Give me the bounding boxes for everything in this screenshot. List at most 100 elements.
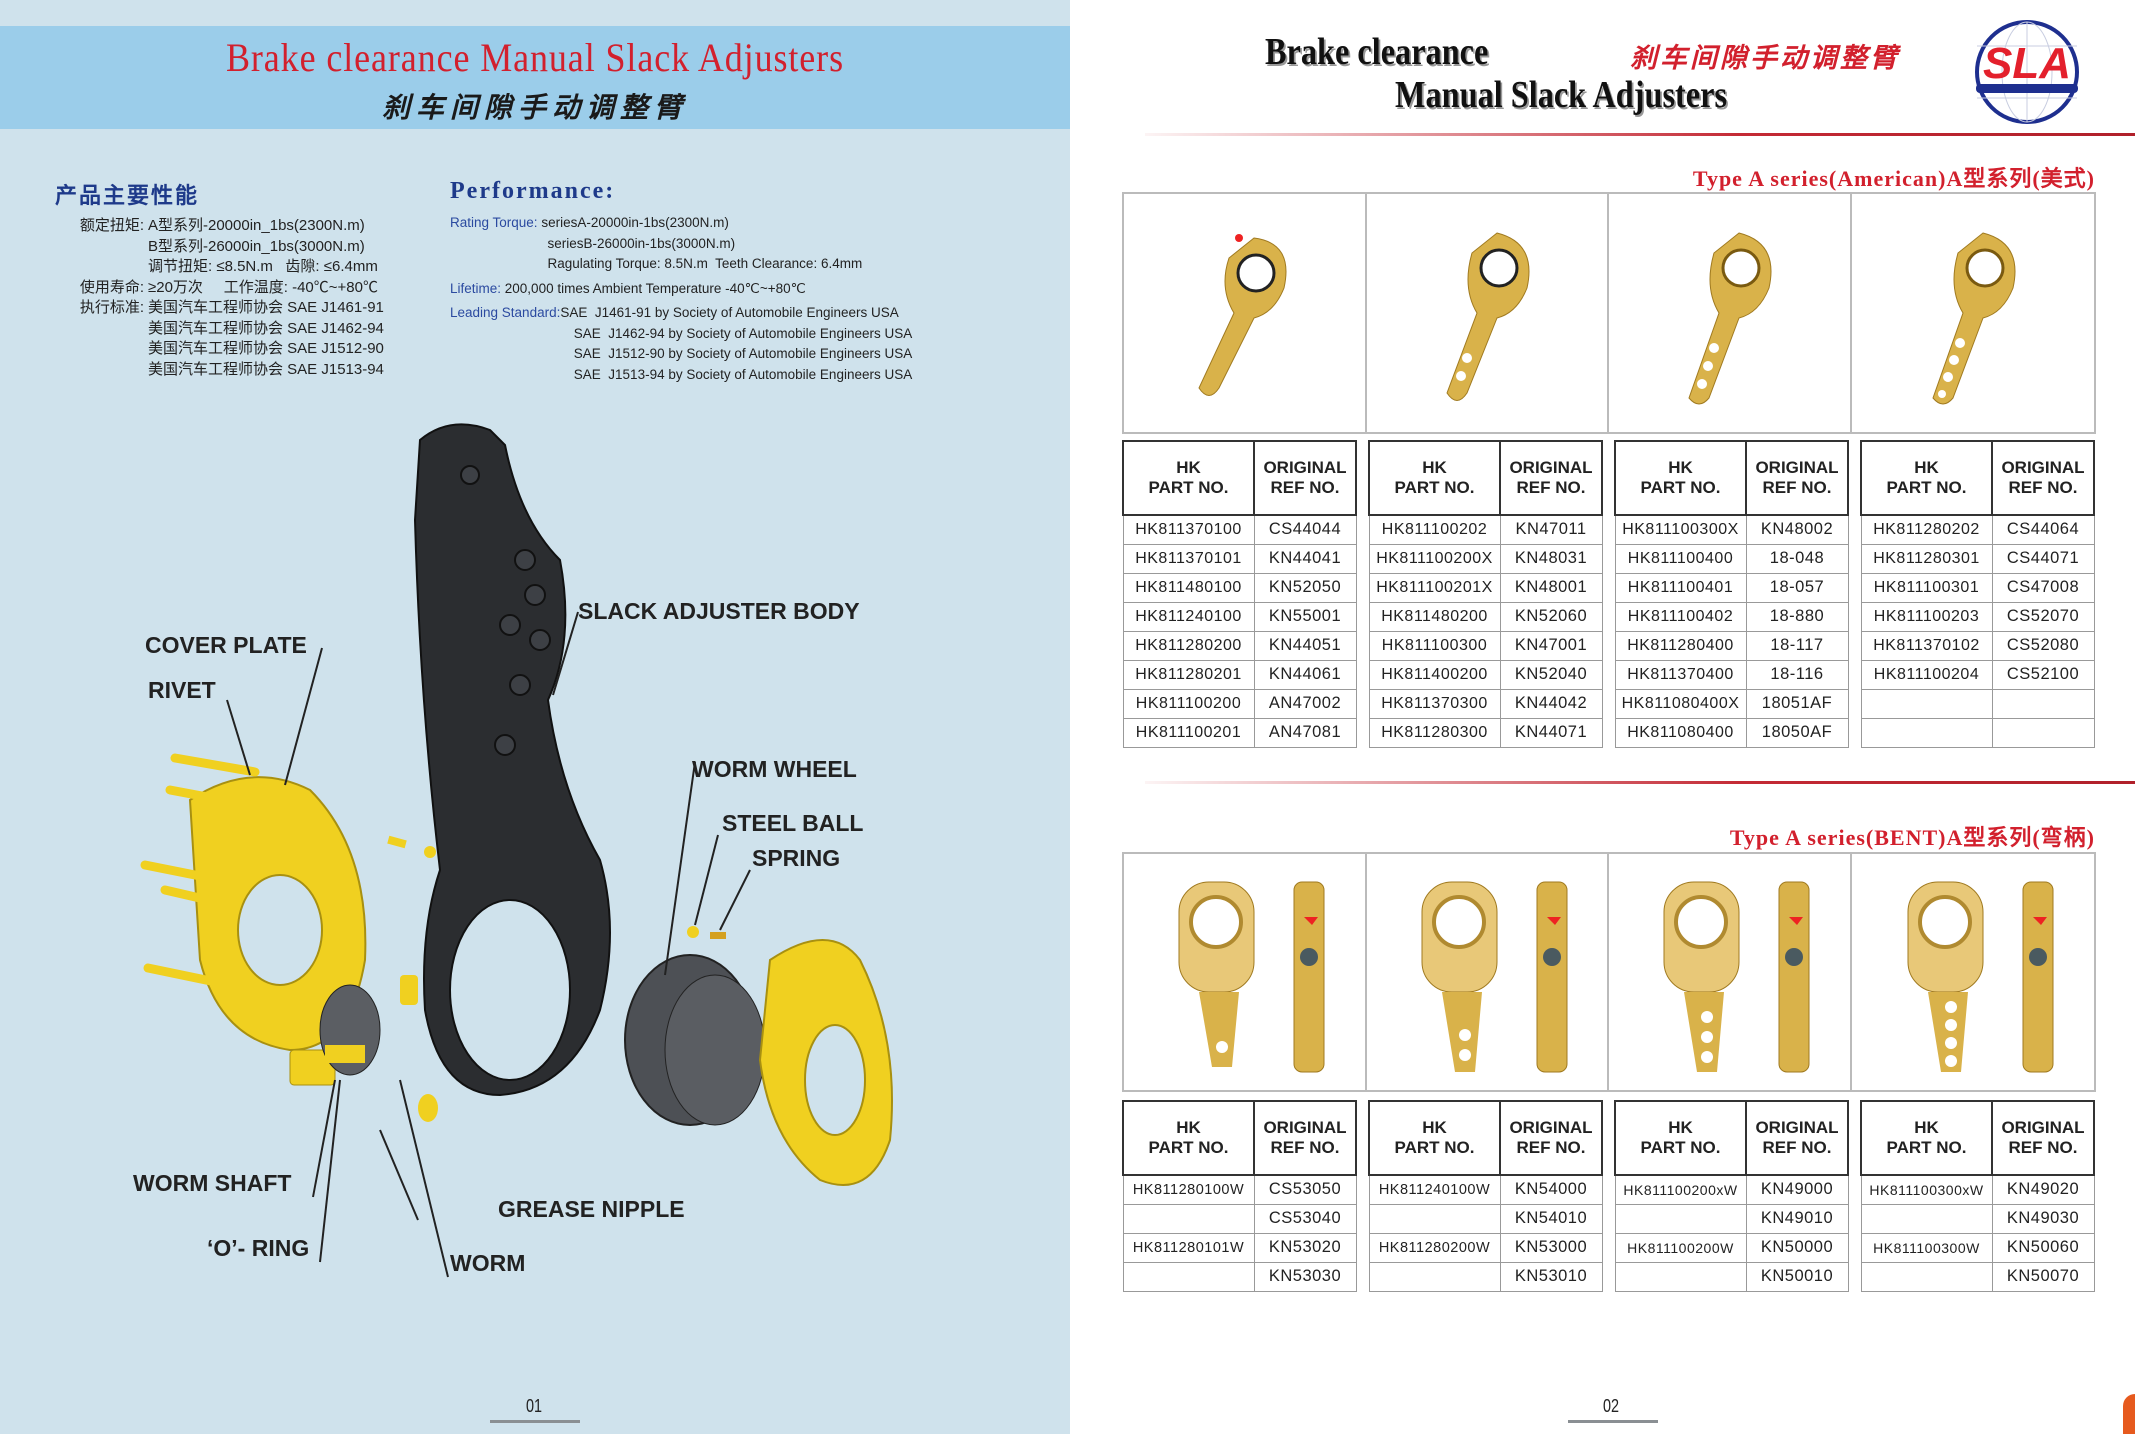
en-specs-block: Performance: Rating Torque: seriesA-2000… — [450, 178, 912, 385]
cn-spec-row: 美国汽车工程师协会 SAE J1512-90 — [148, 340, 384, 357]
slack-adjuster-photo-icon — [1688, 232, 1772, 405]
table-row — [1860, 688, 2095, 719]
cn-spec-row: 执行标准:美国汽车工程师协会 SAE J1461-91 — [79, 299, 384, 316]
product-images-american — [1122, 192, 2096, 434]
cn-spec-row: 额定扭矩:A型系列-20000in_1bs(2300N.m) — [79, 217, 365, 234]
cn-spec-row: B型系列-26000in_1bs(3000N.m) — [148, 237, 365, 255]
slack-adjuster-photo-icon — [1932, 232, 2016, 405]
bent-slack-adjuster-photo-icon — [1421, 881, 1568, 1073]
left-page: Brake clearance Manual Slack Adjusters 刹… — [0, 0, 1070, 1434]
product-image — [1852, 854, 2095, 1090]
label-worm: WORM — [450, 1250, 526, 1276]
sla-logo: SLA — [1975, 20, 2079, 124]
table-row: KN53030 — [1122, 1261, 1357, 1292]
exploded-diagram — [140, 423, 893, 1278]
product-image — [1124, 854, 1367, 1090]
cover-plate-left — [188, 776, 367, 1052]
product-image — [1609, 854, 1852, 1090]
page-number: 02 — [1603, 1396, 1620, 1416]
cn-spec-row: 使用寿命:≥20万次 工作温度: -40℃~+80℃ — [79, 278, 378, 296]
label-worm-wheel: WORM WHEEL — [692, 756, 857, 782]
table-row: KN49010 — [1614, 1203, 1849, 1234]
bent-slack-adjuster-photo-icon — [1178, 881, 1325, 1073]
right-title-cn: 刹车间隙手动调整臂 — [1630, 43, 1900, 74]
page-number-underline — [1568, 1420, 1658, 1423]
product-images-bent — [1122, 852, 2096, 1092]
product-image — [1367, 854, 1609, 1090]
product-image — [1852, 194, 2095, 432]
table-row: KN49030 — [1860, 1203, 2095, 1234]
slack-adjuster-photo-icon — [1446, 232, 1530, 401]
section-title-american: Type A series(American)A型系列(美式) — [1692, 166, 2095, 191]
cover-plate-right — [758, 939, 893, 1186]
cn-specs-block: 产品主要性能 额定扭矩:A型系列-20000in_1bs(2300N.m) B型… — [55, 178, 384, 380]
product-image — [1367, 194, 1609, 432]
cn-spec-row: 调节扭矩: ≤8.5N.m 齿隙: ≤6.4mm — [148, 258, 378, 275]
label-rivet: RIVET — [148, 677, 216, 703]
table-row: KN54010 — [1368, 1203, 1603, 1234]
page-title: Brake clearance Manual Slack Adjusters — [226, 35, 844, 80]
section-divider — [1145, 781, 2135, 784]
label-cover-plate: COVER PLATE — [145, 632, 307, 658]
section-title-bent: Type A series(BENT)A型系列(弯柄) — [1729, 825, 2095, 850]
en-spec-row: Lifetime: 200,000 times Ambient Temperat… — [450, 280, 806, 296]
en-spec-row: SAE J1462-94 by Society of Automobile En… — [573, 325, 913, 341]
header-divider — [1145, 133, 2135, 136]
product-image — [1124, 194, 1367, 432]
table-row: KN53010 — [1368, 1261, 1603, 1292]
en-specs-heading: Performance: — [450, 178, 616, 204]
label-slack-adjuster-body: SLACK ADJUSTER BODY — [578, 598, 860, 624]
cn-spec-row: 美国汽车工程师协会 SAE J1462-94 — [148, 319, 384, 337]
page-number-underline — [490, 1420, 580, 1423]
title-band — [0, 26, 1070, 129]
label-o-ring: ‘O’- RING — [207, 1235, 310, 1261]
bent-slack-adjuster-photo-icon — [1907, 881, 2054, 1073]
